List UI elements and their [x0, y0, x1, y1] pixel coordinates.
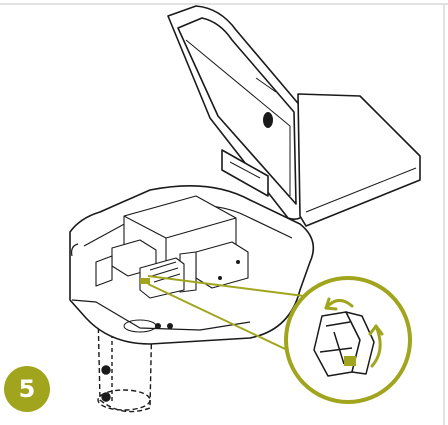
- step-badge-circle: [4, 366, 50, 412]
- rotate-arrow-icon: [368, 324, 384, 368]
- step-number: 5: [18, 375, 36, 403]
- connector-latch: [344, 356, 356, 366]
- rear-arm: [297, 93, 421, 227]
- connector-highlight: [140, 278, 150, 284]
- connector-closeup: [313, 311, 375, 377]
- rotate-arrow-icon: [324, 297, 354, 311]
- detail-magnifier: [284, 276, 412, 404]
- callout-leader: [147, 275, 305, 357]
